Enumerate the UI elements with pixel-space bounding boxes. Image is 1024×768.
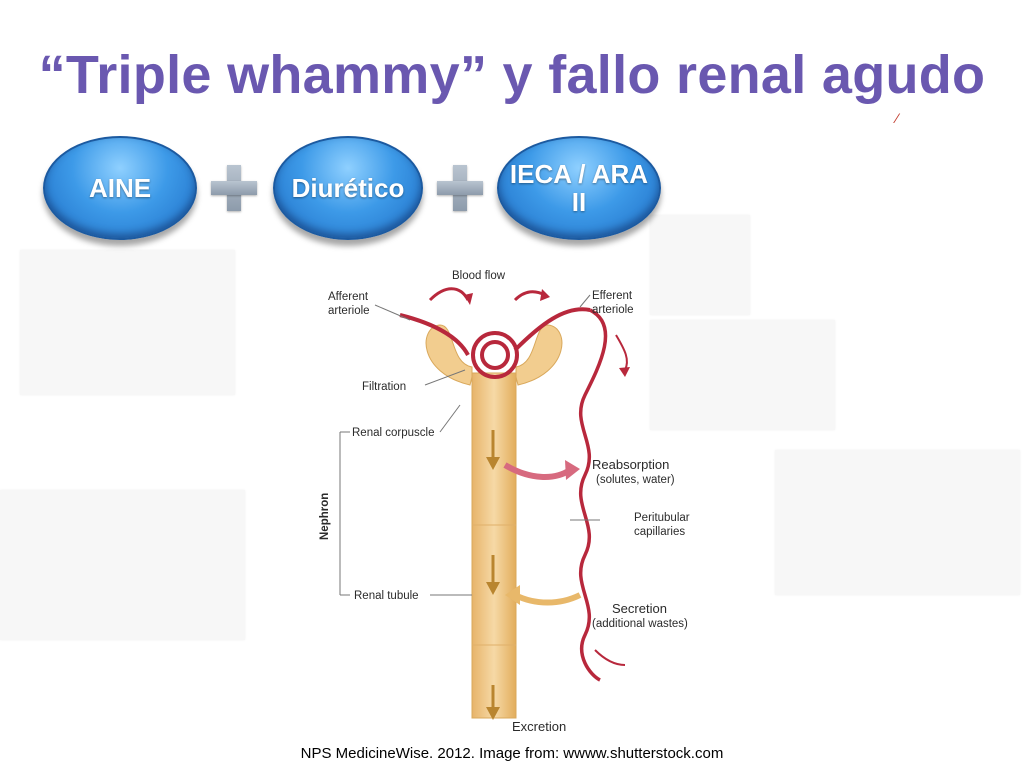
ieca-label: IECA / ARA II [510,160,648,216]
bowman-capsule [425,324,473,386]
label-peritubular: Peritubular [634,512,690,524]
page-title: “Triple whammy” y fallo renal agudo [38,45,986,105]
image-credit: NPS MedicineWise. 2012. Image from: wwww… [300,745,724,762]
label-filtration: Filtration [362,381,406,393]
peritubular-capillary [578,308,608,682]
secretion-return-arrow [594,649,626,666]
label-renal-corpuscle: Renal corpuscle [352,427,434,439]
tubule-arrow [486,430,500,720]
label-peritubular-2: capillaries [634,526,685,538]
label-secretion: Secretion [612,601,667,616]
label-afferent: Afferent [328,291,369,303]
renal-tubule [471,372,517,719]
plus-icon [211,165,257,211]
efferent-arrow [615,334,628,371]
label-reabsorption-2: (solutes, water) [596,474,675,486]
bowman-capsule [515,324,563,386]
plus-icon [437,165,483,211]
reabsorption-arrow [503,462,572,480]
background-panel [650,320,835,430]
ieca-label-line2: II [571,187,587,217]
aine-label: AINE [88,173,152,203]
nephron-diagram: Blood flow Afferent arteriole Efferent a… [319,270,690,734]
blood-flow-arrow [428,287,470,302]
red-mark: ⁄ [896,110,899,126]
label-secretion-2: (additional wastes) [592,618,688,630]
background-panel [0,490,245,640]
aine-pill: AINE [43,136,197,240]
callout-lines [339,294,600,596]
label-blood-flow: Blood flow [452,270,506,282]
ieca-label-line1: IECA / ARA [509,159,649,189]
label-efferent-2: arteriole [592,304,634,316]
background-panel [650,215,750,315]
label-afferent-2: arteriole [328,305,370,317]
diuretico-pill: Diurético [273,136,423,240]
glomerulus [399,307,591,379]
background-panel [20,250,235,395]
background-panel [775,450,1020,595]
secretion-arrow [513,592,582,606]
label-excretion: Excretion [512,719,566,734]
label-renal-tubule: Renal tubule [354,590,419,602]
ieca-pill: IECA / ARA II [497,136,661,240]
label-efferent: Efferent [592,290,633,302]
diuretico-label: Diurético [291,173,405,203]
label-nephron: Nephron [319,493,331,540]
label-reabsorption: Reabsorption [592,457,669,472]
